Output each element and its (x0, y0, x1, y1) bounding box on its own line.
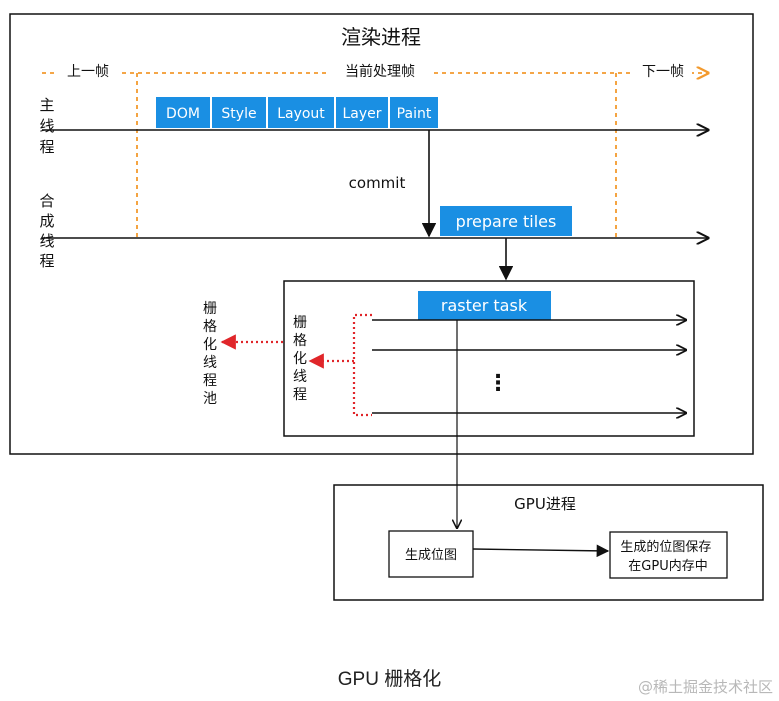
compositor-thread-label: 合成线程 (39, 192, 54, 270)
stage-box-style (212, 97, 266, 128)
gpu-process-box (333, 484, 764, 601)
raster-pool-label: 栅格化线程池 (203, 301, 217, 407)
raster-task-box (418, 291, 551, 320)
stage-label-layer: Layer (342, 106, 381, 122)
stage-box-layer (336, 97, 388, 128)
raster-pool-box (283, 280, 695, 437)
stage-label-dom: DOM (166, 106, 200, 122)
watermark: @稀土掘金技术社区 (637, 678, 773, 696)
stage-box-layout (268, 97, 334, 128)
current-frame-label: 当前处理帧 (345, 63, 415, 80)
commit-label: commit (349, 174, 406, 192)
gpu-process-title: GPU进程 (514, 495, 576, 513)
main-thread-stages: DOM Style Layout Layer Paint (156, 97, 438, 128)
stage-label-paint: Paint (397, 106, 432, 122)
store-bitmap-label: 生成的位图保存 在GPU内存中 (620, 539, 715, 574)
next-frame-label: 下一帧 (642, 64, 684, 80)
render-process-box (9, 13, 754, 455)
raster-ellipsis: ⋮ (487, 371, 509, 396)
stage-label-layout: Layout (277, 106, 325, 122)
bitmap-to-store-arrow (472, 544, 610, 558)
stage-box-dom (156, 97, 210, 128)
prev-frame-label: 上一帧 (67, 64, 109, 80)
figure-caption: GPU 栅格化 (337, 669, 442, 690)
stage-label-style: Style (221, 106, 256, 122)
stage-box-paint (390, 97, 438, 128)
main-thread-label: 主线程 (39, 96, 54, 156)
generate-bitmap-box (388, 530, 474, 578)
raster-task-label: raster task (441, 296, 528, 315)
raster-thread-label: 栅格化线程 (293, 315, 307, 403)
generate-bitmap-label: 生成位图 (405, 548, 457, 563)
raster-bracket (352, 313, 372, 417)
render-process-title: 渲染进程 (341, 25, 421, 49)
prepare-tiles-label: prepare tiles (456, 212, 557, 231)
prepare-tiles-box (440, 206, 572, 236)
store-bitmap-box (609, 531, 728, 579)
